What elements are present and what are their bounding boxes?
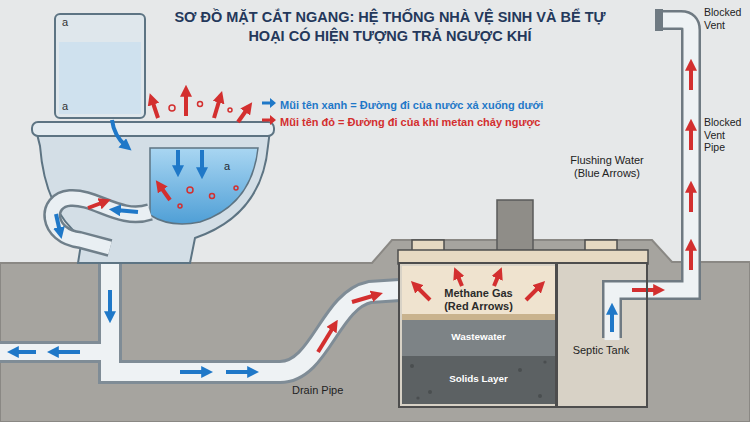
legend-row: Mũi tên đỏ = Đường đi của khí metan chảy… bbox=[262, 112, 522, 130]
legend-swatch bbox=[262, 98, 276, 108]
vent-label: Blocked Vent bbox=[704, 6, 748, 31]
legend-row: Mũi tên xanh = Đường đi của nước xả xuốn… bbox=[262, 95, 525, 113]
layer-label: Septic Tank bbox=[558, 344, 644, 357]
layer-label: Methane Gas (Red Arrows) bbox=[432, 287, 525, 313]
legend-swatch bbox=[262, 115, 276, 125]
layer-label: Solids Layer bbox=[402, 373, 555, 385]
legend-arrow bbox=[262, 98, 276, 108]
wastewater-layer: Wastewater bbox=[402, 320, 555, 356]
vent-pipe-label: Blocked Vent Pipe bbox=[704, 116, 748, 154]
solids-layer: Solids Layer bbox=[402, 356, 555, 404]
letter-label: a bbox=[62, 100, 76, 113]
legend-text: Mũi tên đỏ = Đường đi của khí metan chảy… bbox=[280, 116, 540, 129]
drain-label: Drain Pipe bbox=[292, 384, 362, 397]
letter-label: a bbox=[62, 16, 76, 29]
letter-label: a bbox=[224, 160, 238, 173]
layer-label: Wastewater bbox=[402, 331, 555, 343]
gas-layer: Methane Gas (Red Arrows) bbox=[402, 266, 555, 318]
flush-label: Flushing Water (Blue Arrows) bbox=[560, 154, 654, 180]
septic-tank: Septic Tank Methane Gas (Red Arrows) Waste… bbox=[398, 262, 648, 408]
legend-text: Mũi tên xanh = Đường đi của nước xả xuốn… bbox=[280, 99, 543, 112]
diagram-title: SƠ ĐỒ MẶT CẮT NGANG: HỆ THỐNG NHÀ VỆ SIN… bbox=[165, 8, 615, 46]
legend-arrow bbox=[262, 115, 276, 125]
